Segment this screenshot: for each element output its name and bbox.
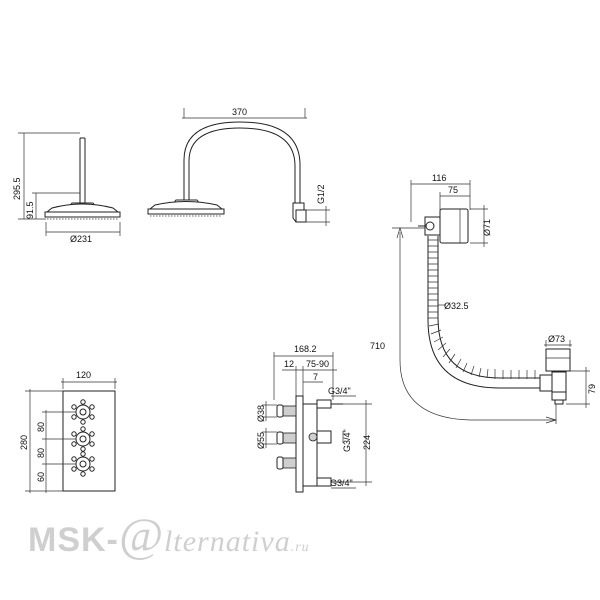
dim-plate-spacing-top: 80 [36, 422, 46, 432]
control-plate-front: 120 280 80 80 60 [19, 370, 117, 493]
valve-handle-middle [276, 431, 297, 445]
dim-valve-offset-small: 7 [313, 372, 318, 382]
dim-plate-spacing-bottom: 60 [36, 472, 46, 482]
dim-rose-height-total: 295.5 [12, 177, 22, 200]
dim-valve-offset: 12 [284, 359, 294, 369]
dim-valve-range: 75-90 [306, 359, 329, 369]
watermark-tld: .ru [290, 540, 310, 555]
dim-filler-depth: 116 [432, 173, 446, 183]
dim-valve-depth: 168.2 [294, 344, 317, 354]
dim-hose-length: 710 [370, 341, 385, 351]
dim-rose-height-head: 91.5 [25, 201, 35, 219]
watermark-brand-b: lternativa [164, 525, 291, 558]
bath-filler-waste: 116 75 Ø71 Ø32.5 Ø73 79 [370, 173, 597, 424]
dim-hose-diameter: Ø32.5 [444, 301, 469, 311]
dim-valve-thread-bottom: G3/4" [330, 478, 353, 488]
dim-waste-height: 79 [587, 384, 597, 394]
dim-valve-diameter-38: Ø38 [256, 405, 266, 422]
watermark-logo: MSK-@lternativa.ru [28, 508, 310, 563]
dim-rose-diameter: Ø231 [70, 234, 92, 244]
dim-waste-diameter: Ø73 [548, 334, 565, 344]
shower-rose-vertical: 295.5 91.5 Ø231 [12, 132, 121, 244]
dim-valve-height: 224 [362, 435, 372, 450]
dim-valve-diameter-55: Ø55 [256, 432, 266, 449]
dim-valve-thread-mid: G3/4" [342, 429, 352, 452]
dim-arm-inlet-thread: G1/2 [316, 184, 326, 204]
valve-handle-top [276, 404, 297, 418]
shower-rose-arm: 370 G1/2 [147, 107, 330, 226]
dim-plate-height: 280 [19, 435, 29, 450]
watermark-brand-a: MSK- [28, 521, 119, 559]
dim-arm-width: 370 [232, 107, 247, 117]
dim-valve-thread-top: G3/4" [328, 386, 351, 396]
dim-filler-diameter: Ø71 [482, 219, 492, 236]
watermark-at: @ [118, 509, 165, 562]
dim-plate-spacing-mid: 80 [36, 448, 46, 458]
concealed-valve-side: 168.2 12 75-90 7 [256, 344, 372, 493]
valve-handle-bottom [276, 456, 297, 470]
dim-filler-body: 75 [448, 185, 458, 195]
dim-plate-width: 120 [76, 370, 91, 380]
